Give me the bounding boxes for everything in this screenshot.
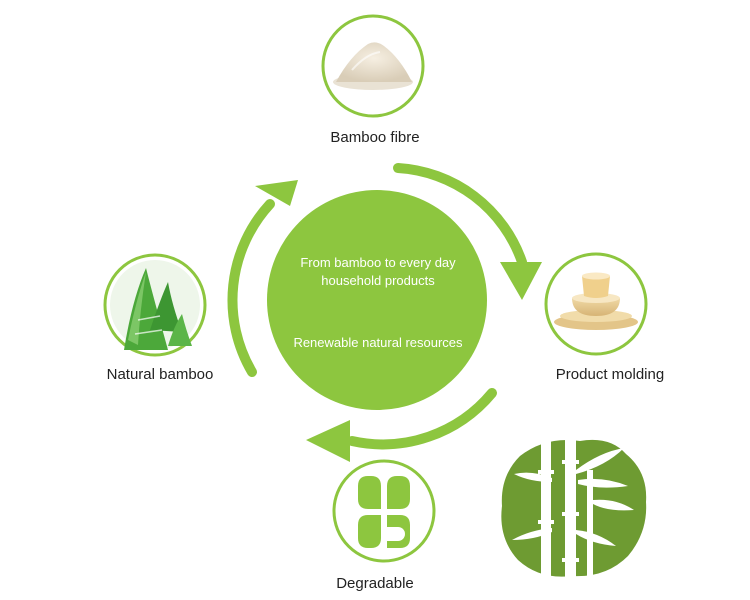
node-bamboo-fibre <box>321 14 425 118</box>
label-natural-bamboo: Natural bamboo <box>106 366 214 383</box>
bamboo-shoot-icon <box>110 260 200 350</box>
label-product-molding: Product molding <box>555 366 665 383</box>
center-headline: From bamboo to every day household produ… <box>278 254 478 290</box>
label-bamboo-fibre: Bamboo fibre <box>330 129 420 146</box>
node-degradable <box>332 459 436 563</box>
arrow-molding-to-degradable <box>306 388 497 462</box>
node-natural-bamboo <box>103 253 207 357</box>
center-line-2: household products <box>321 273 435 288</box>
center-subline: Renewable natural resources <box>293 335 463 350</box>
center-line-1: From bamboo to every day <box>300 255 456 270</box>
center-circle <box>267 190 487 410</box>
label-degradable: Degradable <box>336 575 414 592</box>
node-product-molding <box>544 252 648 356</box>
bamboo-stalks-icon <box>501 430 647 590</box>
arrow-natural-to-fibre <box>227 180 298 377</box>
bowl-stack-icon <box>554 272 638 330</box>
powder-pile-icon <box>333 42 413 90</box>
arrow-fibre-to-molding <box>393 163 542 300</box>
leaf-clover-icon <box>358 476 410 548</box>
